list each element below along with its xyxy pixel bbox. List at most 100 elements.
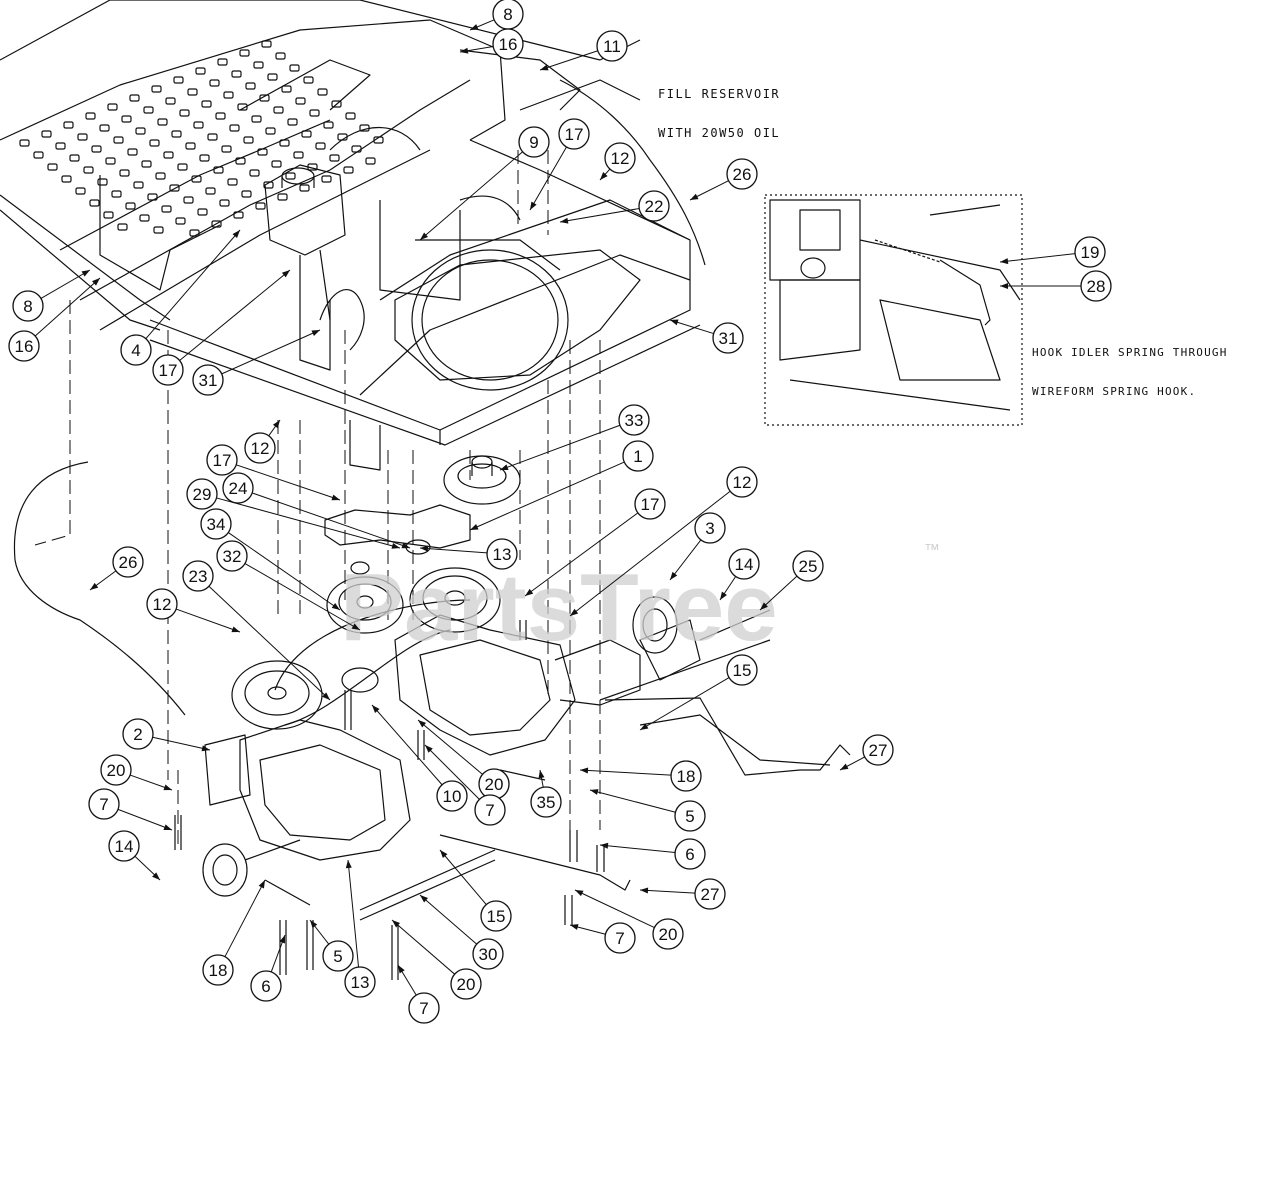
callout-number: 23 bbox=[189, 567, 208, 586]
leader-line bbox=[759, 575, 798, 611]
leader-line bbox=[221, 329, 321, 375]
callout-circle bbox=[192, 364, 224, 396]
callout-circle bbox=[726, 466, 758, 498]
deck-hole bbox=[263, 181, 274, 189]
leader-arrowhead bbox=[500, 464, 509, 471]
deck-hole bbox=[275, 52, 286, 60]
watermark-trademark: ™ bbox=[924, 542, 940, 559]
deck-hole bbox=[171, 130, 182, 138]
callout-12a: 12 bbox=[604, 142, 636, 174]
callout-number: 13 bbox=[351, 973, 370, 992]
callout-number: 6 bbox=[261, 977, 270, 996]
leader-arrowhead bbox=[231, 626, 240, 633]
deck-hole bbox=[317, 88, 328, 96]
pulleys bbox=[231, 455, 521, 730]
deck-hole bbox=[133, 181, 144, 189]
callout-circle bbox=[244, 432, 276, 464]
deck-hole bbox=[141, 160, 152, 168]
deck-hole bbox=[175, 217, 186, 225]
idler-bracket bbox=[324, 504, 471, 549]
callout-25: 25 bbox=[792, 550, 824, 582]
deck-hole bbox=[189, 229, 200, 237]
callout-17d: 17 bbox=[634, 488, 666, 520]
deck-hole bbox=[243, 136, 254, 144]
callout-number: 7 bbox=[99, 795, 108, 814]
callout-circle bbox=[12, 290, 44, 322]
deck-hole bbox=[91, 145, 102, 153]
leader-arrowhead bbox=[470, 524, 479, 530]
leader-arrowhead bbox=[392, 920, 401, 928]
deck-hole bbox=[207, 133, 218, 141]
chassis-frame bbox=[0, 0, 701, 471]
callout-number: 4 bbox=[131, 341, 140, 360]
leader-line bbox=[579, 769, 672, 776]
inset-detail bbox=[764, 194, 1023, 426]
leader-arrowhead bbox=[420, 545, 429, 552]
deck-hole bbox=[119, 169, 130, 177]
callout-circle bbox=[492, 28, 524, 60]
callout-17c: 17 bbox=[206, 444, 238, 476]
callout-circle bbox=[604, 922, 636, 954]
deck-hole bbox=[213, 166, 224, 174]
leader-arrowhead bbox=[525, 588, 534, 596]
deck-hole bbox=[19, 139, 30, 147]
leader-lines bbox=[34, 19, 1081, 996]
leader-arrowhead bbox=[351, 623, 360, 630]
leader-arrowhead bbox=[279, 935, 286, 944]
deck-hole bbox=[139, 214, 150, 222]
leader-arrowhead bbox=[670, 319, 679, 326]
leader-line bbox=[152, 736, 211, 751]
callout-number: 18 bbox=[209, 961, 228, 980]
deck-hole bbox=[323, 121, 334, 129]
leader-arrowhead bbox=[310, 920, 318, 929]
leader-line bbox=[639, 889, 696, 894]
callout-circle bbox=[558, 118, 590, 150]
leader-arrowhead bbox=[258, 880, 265, 889]
leader-line bbox=[216, 497, 401, 549]
leader-line bbox=[236, 464, 341, 501]
deck-hole bbox=[249, 169, 260, 177]
deck-hole bbox=[259, 94, 270, 102]
callout-circle bbox=[222, 472, 254, 504]
deck-hole bbox=[191, 175, 202, 183]
callout-number: 31 bbox=[199, 371, 218, 390]
leader-arrowhead bbox=[391, 543, 400, 549]
leader-line bbox=[347, 859, 360, 968]
callout-20b: 20 bbox=[478, 768, 510, 800]
callout-number: 17 bbox=[159, 361, 178, 380]
deck-hole bbox=[239, 49, 250, 57]
deck-hole bbox=[255, 202, 266, 210]
deck-hole bbox=[373, 136, 384, 144]
callout-circle bbox=[202, 954, 234, 986]
callout-9: 9 bbox=[518, 126, 550, 158]
deck-hole bbox=[285, 172, 296, 180]
callout-18a: 18 bbox=[670, 760, 702, 792]
deck-hole bbox=[309, 109, 320, 117]
leader-arrowhead bbox=[311, 330, 320, 337]
leader-line bbox=[589, 789, 676, 813]
callout-number: 17 bbox=[213, 451, 232, 470]
callout-circle bbox=[182, 560, 214, 592]
callout-number: 25 bbox=[799, 557, 818, 576]
callout-1: 1 bbox=[622, 440, 654, 472]
callout-number: 26 bbox=[119, 553, 138, 572]
callout-circle bbox=[694, 512, 726, 544]
callout-14b: 14 bbox=[108, 830, 140, 862]
transaxle-right bbox=[394, 596, 771, 756]
leader-line bbox=[574, 889, 655, 929]
leader-arrowhead bbox=[600, 842, 609, 849]
callout-circle bbox=[450, 968, 482, 1000]
callout-32: 32 bbox=[216, 540, 248, 572]
callout-number: 20 bbox=[457, 975, 476, 994]
leader-arrowhead bbox=[470, 24, 479, 30]
callout-number: 10 bbox=[443, 787, 462, 806]
callout-7c: 7 bbox=[604, 922, 636, 954]
transaxle-left bbox=[202, 719, 411, 897]
deck-hole bbox=[201, 100, 212, 108]
leader-arrowhead bbox=[401, 542, 410, 549]
deck-hole bbox=[99, 124, 110, 132]
callout-number: 32 bbox=[223, 547, 242, 566]
leader-line bbox=[669, 539, 702, 581]
deck-hole bbox=[61, 175, 72, 183]
hook-note-line-1: HOOK IDLER SPRING THROUGH bbox=[1032, 346, 1228, 359]
